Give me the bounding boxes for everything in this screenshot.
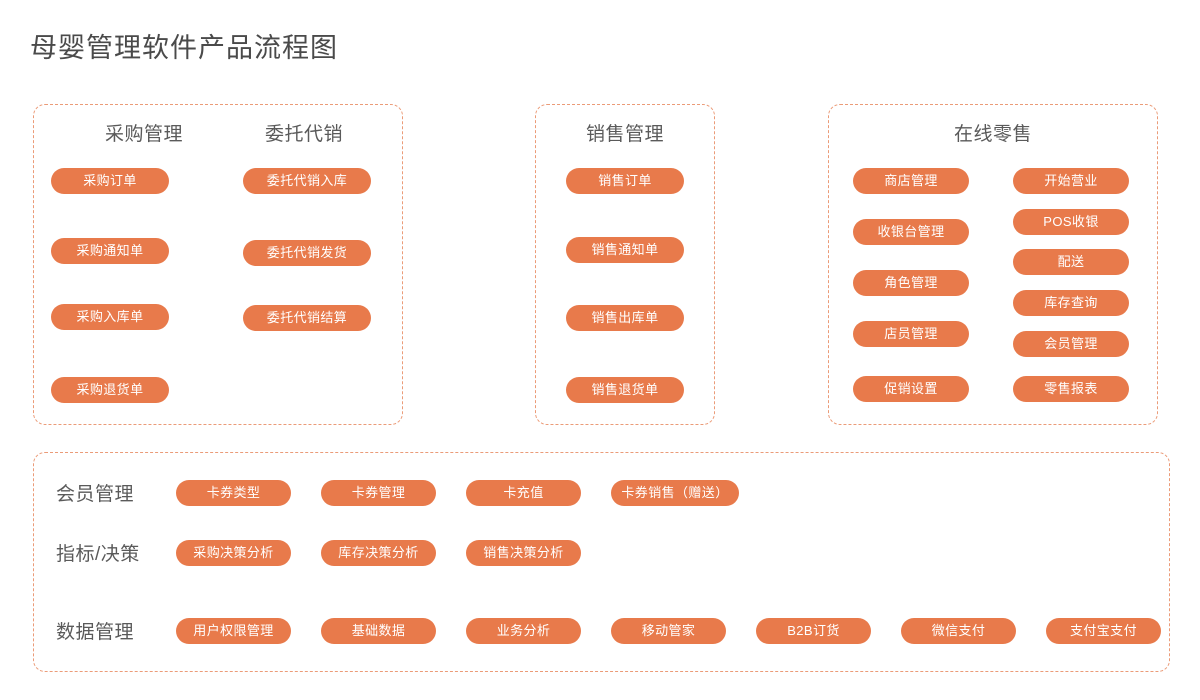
pill-business-analysis[interactable]: 业务分析 xyxy=(466,618,581,644)
member-indicator-data-panel: 会员管理 卡券类型 卡券管理 卡充值 卡券销售（赠送） 指标/决策 采购决策分析… xyxy=(33,452,1170,672)
pill-basic-data[interactable]: 基础数据 xyxy=(321,618,436,644)
panel-heading-online-retail: 在线零售 xyxy=(953,124,1032,145)
pill-user-permission-management[interactable]: 用户权限管理 xyxy=(176,618,291,644)
pill-wechat-pay[interactable]: 微信支付 xyxy=(901,618,1016,644)
pill-start-business[interactable]: 开始营业 xyxy=(1013,168,1129,194)
pill-delivery[interactable]: 配送 xyxy=(1013,249,1129,275)
pill-purchase-notice[interactable]: 采购通知单 xyxy=(51,238,169,264)
pill-consignment-shipment[interactable]: 委托代销发货 xyxy=(243,240,371,266)
pill-pos-checkout[interactable]: POS收银 xyxy=(1013,209,1129,235)
pill-inventory-query[interactable]: 库存查询 xyxy=(1013,290,1129,316)
pill-card-management[interactable]: 卡券管理 xyxy=(321,480,436,506)
pill-promotion-settings[interactable]: 促销设置 xyxy=(853,376,969,402)
pill-card-type[interactable]: 卡券类型 xyxy=(176,480,291,506)
row-label-data-management: 数据管理 xyxy=(56,622,135,643)
pill-card-recharge[interactable]: 卡充值 xyxy=(466,480,581,506)
pill-role-management[interactable]: 角色管理 xyxy=(853,270,969,296)
pill-cashier-desk-management[interactable]: 收银台管理 xyxy=(853,219,969,245)
pill-sales-return[interactable]: 销售退货单 xyxy=(566,377,684,403)
pill-purchase-return[interactable]: 采购退货单 xyxy=(51,377,169,403)
pill-inventory-decision-analysis[interactable]: 库存决策分析 xyxy=(321,540,436,566)
row-label-member-management: 会员管理 xyxy=(56,484,135,505)
pill-purchase-decision-analysis[interactable]: 采购决策分析 xyxy=(176,540,291,566)
panel-heading-purchase: 采购管理 xyxy=(104,124,183,145)
pill-consignment-inbound[interactable]: 委托代销入库 xyxy=(243,168,371,194)
pill-sales-decision-analysis[interactable]: 销售决策分析 xyxy=(466,540,581,566)
pill-purchase-inbound[interactable]: 采购入库单 xyxy=(51,304,169,330)
pill-b2b-ordering[interactable]: B2B订货 xyxy=(756,618,871,644)
pill-card-sale-gift[interactable]: 卡券销售（赠送） xyxy=(611,480,739,506)
row-label-indicator-decision: 指标/决策 xyxy=(56,544,140,565)
pill-sales-order[interactable]: 销售订单 xyxy=(566,168,684,194)
panel-heading-sales: 销售管理 xyxy=(585,124,664,145)
online-retail-panel: 在线零售 商店管理 收银台管理 角色管理 店员管理 促销设置 开始营业 POS收… xyxy=(828,104,1158,425)
pill-consignment-settlement[interactable]: 委托代销结算 xyxy=(243,305,371,331)
pill-sales-notice[interactable]: 销售通知单 xyxy=(566,237,684,263)
pill-clerk-management[interactable]: 店员管理 xyxy=(853,321,969,347)
pill-alipay-pay[interactable]: 支付宝支付 xyxy=(1046,618,1161,644)
pill-purchase-order[interactable]: 采购订单 xyxy=(51,168,169,194)
pill-sales-outbound[interactable]: 销售出库单 xyxy=(566,305,684,331)
pill-retail-report[interactable]: 零售报表 xyxy=(1013,376,1129,402)
page-title: 母婴管理软件产品流程图 xyxy=(30,33,338,63)
panel-heading-consignment: 委托代销 xyxy=(264,124,343,145)
pill-mobile-steward[interactable]: 移动管家 xyxy=(611,618,726,644)
purchase-consignment-panel: 采购管理 委托代销 采购订单 采购通知单 采购入库单 采购退货单 委托代销入库 … xyxy=(33,104,403,425)
pill-store-management[interactable]: 商店管理 xyxy=(853,168,969,194)
sales-panel: 销售管理 销售订单 销售通知单 销售出库单 销售退货单 xyxy=(535,104,715,425)
pill-member-management[interactable]: 会员管理 xyxy=(1013,331,1129,357)
